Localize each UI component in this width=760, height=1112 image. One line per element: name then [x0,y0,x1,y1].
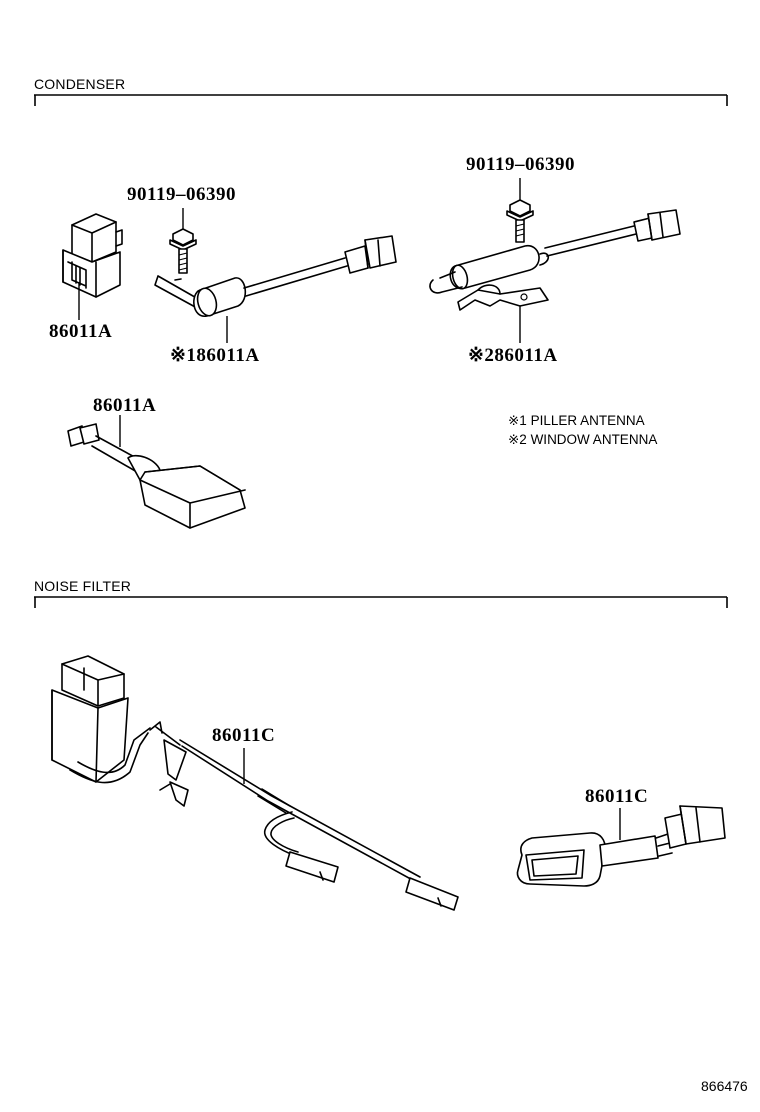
section-divider-condenser [34,94,728,106]
part-number-filter-box: 86011C [585,786,649,807]
figure-number: 866476 [701,1078,748,1094]
block-condenser-drawing [67,415,246,529]
section-title-condenser: CONDENSER [34,76,126,92]
part-number-block-condenser: 86011A [93,395,157,416]
legend-note-window-antenna: ※2 WINDOW ANTENNA [508,432,658,447]
noise-filter-harness-drawing [51,655,459,911]
part-number-window-condenser: ※286011A [468,345,558,366]
part-number-pillar-condenser: ※186011A [170,345,260,366]
pillar-condenser-drawing [154,235,397,343]
noise-filter-box-drawing [516,805,726,887]
bolt-1-drawing [169,208,197,274]
part-number-relay-condenser: 86011A [49,321,113,342]
window-condenser-drawing [429,209,681,343]
part-number-bolt-1: 90119–06390 [127,184,236,205]
relay-condenser-drawing [62,213,123,320]
section-divider-noise-filter [34,596,728,608]
part-number-bolt-2: 90119–06390 [466,154,575,175]
legend-note-pillar-antenna: ※1 PILLER ANTENNA [508,413,645,428]
part-number-filter-harness: 86011C [212,725,276,746]
section-title-noise-filter: NOISE FILTER [34,578,132,594]
bolt-2-drawing [506,178,534,243]
